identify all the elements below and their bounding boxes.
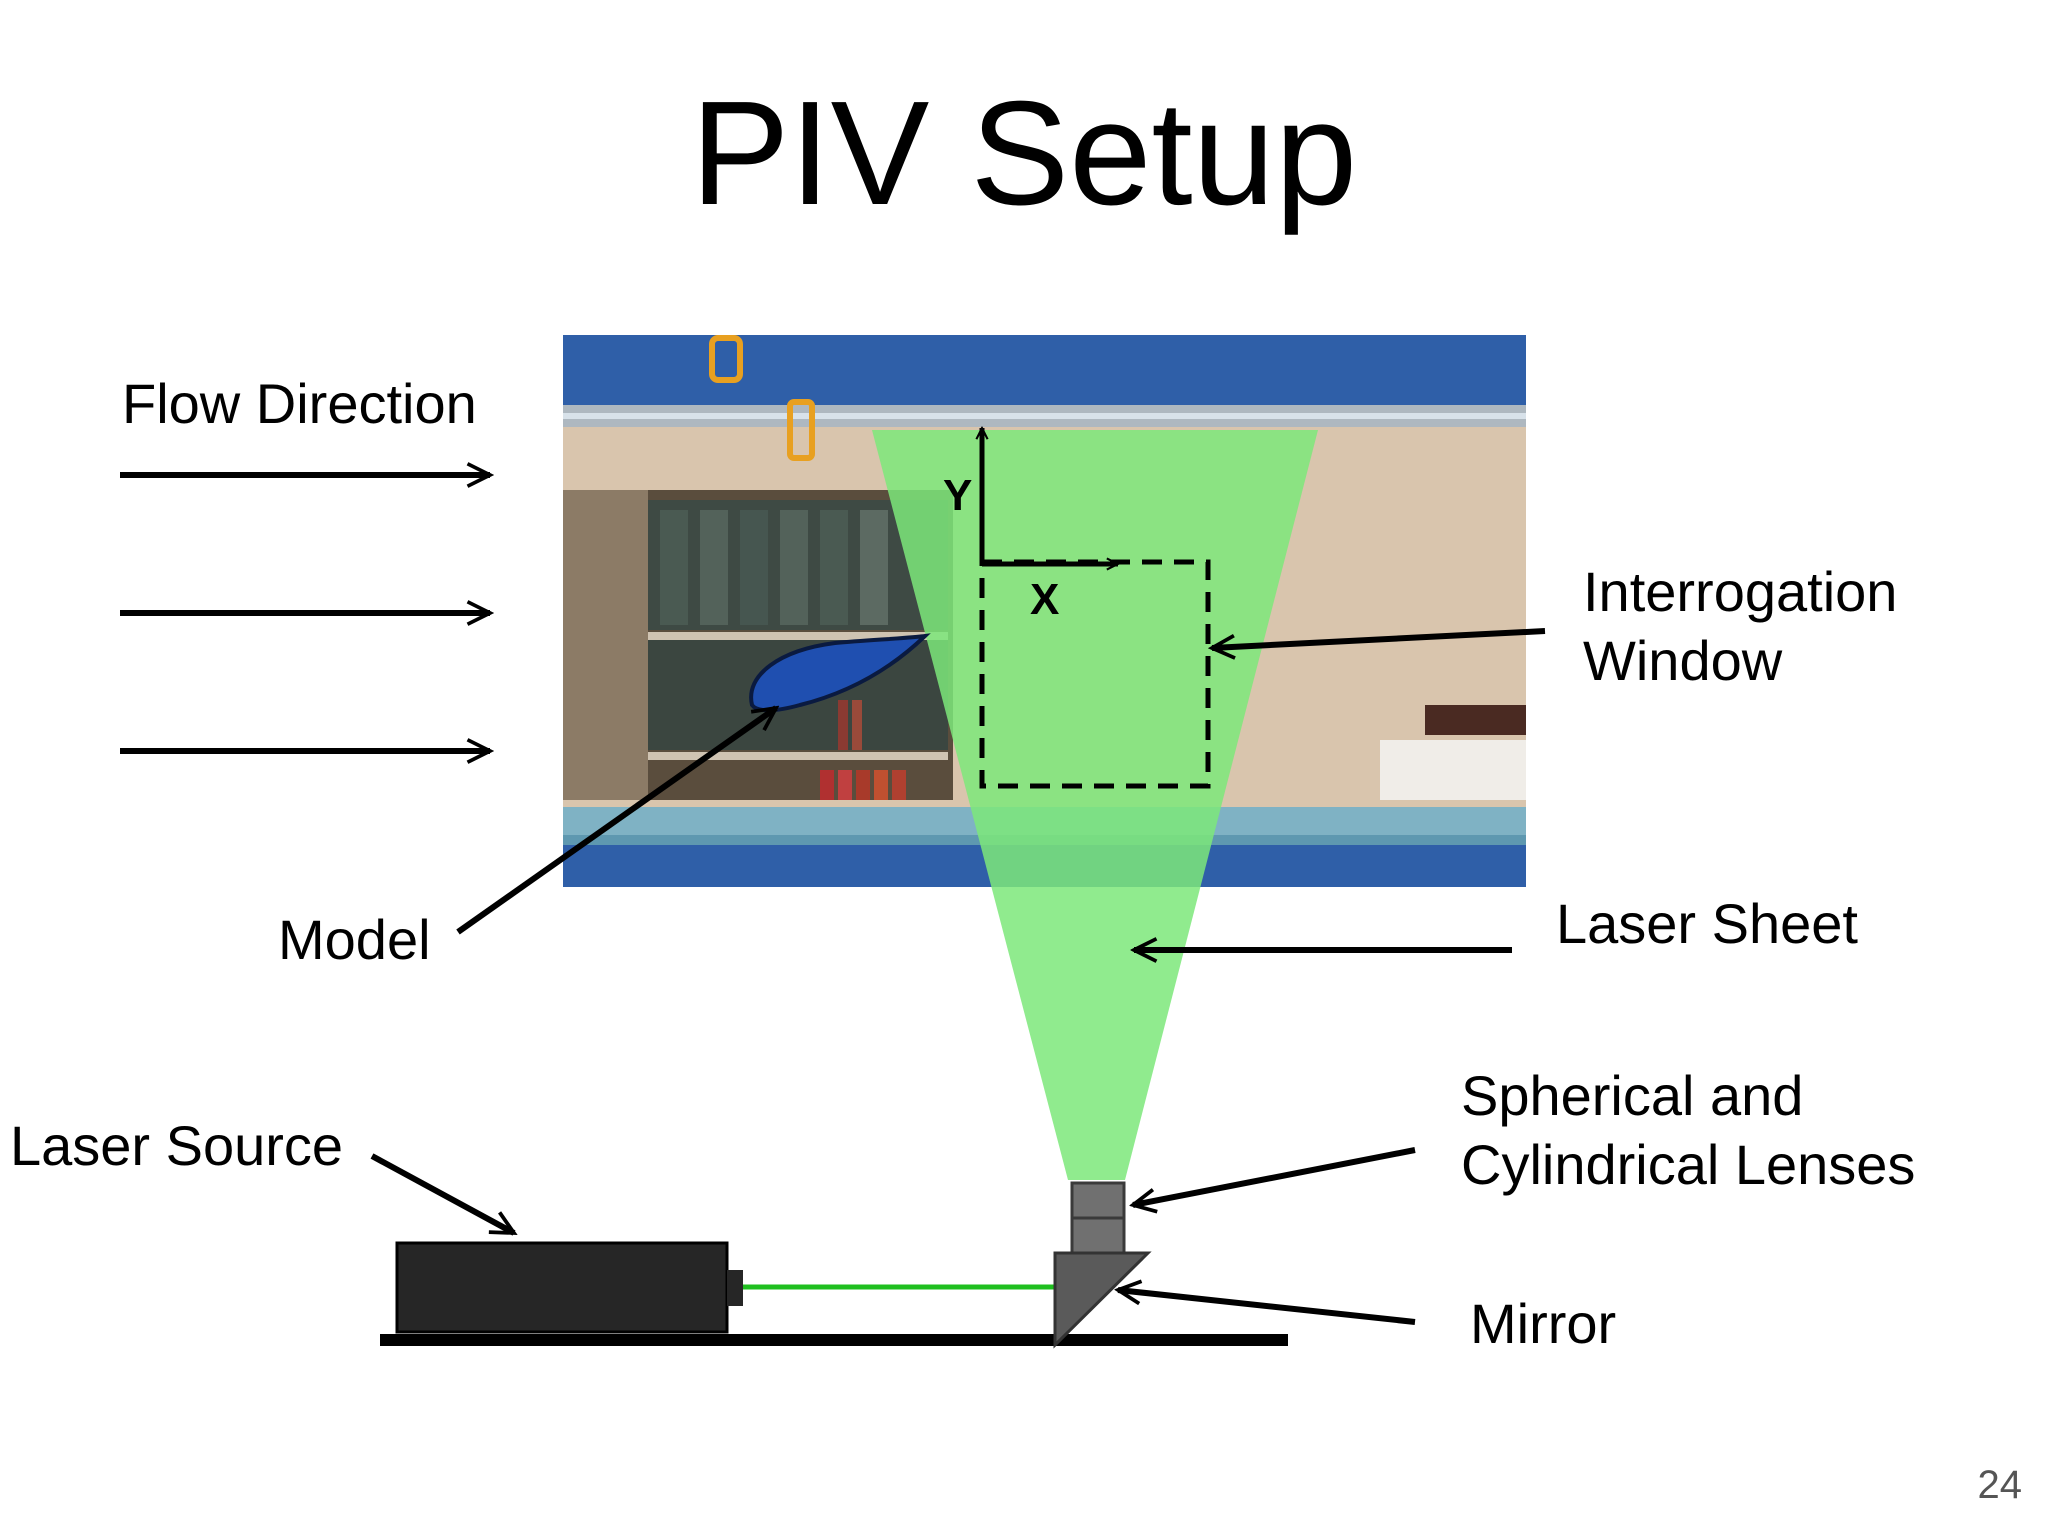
interrogation-window-pointer bbox=[1212, 628, 1546, 648]
mirror-prism bbox=[1053, 1251, 1152, 1349]
laser-source-box bbox=[395, 1241, 743, 1334]
slide-title: PIV Setup bbox=[690, 71, 1358, 236]
tank-top-frame bbox=[563, 335, 1526, 405]
laser-sheet-label: Laser Sheet bbox=[1556, 892, 1858, 955]
laser-source-label: Laser Source bbox=[10, 1114, 344, 1177]
lenses-label-line1: Spherical and bbox=[1461, 1064, 1804, 1127]
mirror-pointer bbox=[1118, 1290, 1416, 1325]
model-hydrofoil bbox=[749, 633, 931, 713]
lenses-label-line2: Cylindrical Lenses bbox=[1461, 1133, 1916, 1196]
model-pointer bbox=[456, 705, 776, 935]
axis-y-label: Y bbox=[943, 471, 973, 520]
optical-table bbox=[380, 1334, 1288, 1346]
laser-source-pointer bbox=[370, 1153, 514, 1236]
interrogation-window-label-line1: Interrogation bbox=[1583, 560, 1898, 623]
lenses-pointer bbox=[1133, 1147, 1416, 1205]
mirror-label: Mirror bbox=[1470, 1292, 1617, 1355]
page-number: 24 bbox=[1977, 1463, 2023, 1507]
axis-x-label: X bbox=[1030, 575, 1060, 624]
model-label: Model bbox=[278, 908, 431, 971]
flow-direction-label: Flow Direction bbox=[122, 372, 477, 435]
flow-direction-arrows bbox=[120, 475, 490, 751]
interrogation-window-label-line2: Window bbox=[1583, 629, 1783, 692]
interrogation-window-box bbox=[979, 559, 1211, 789]
lenses-assembly bbox=[1070, 1181, 1126, 1255]
